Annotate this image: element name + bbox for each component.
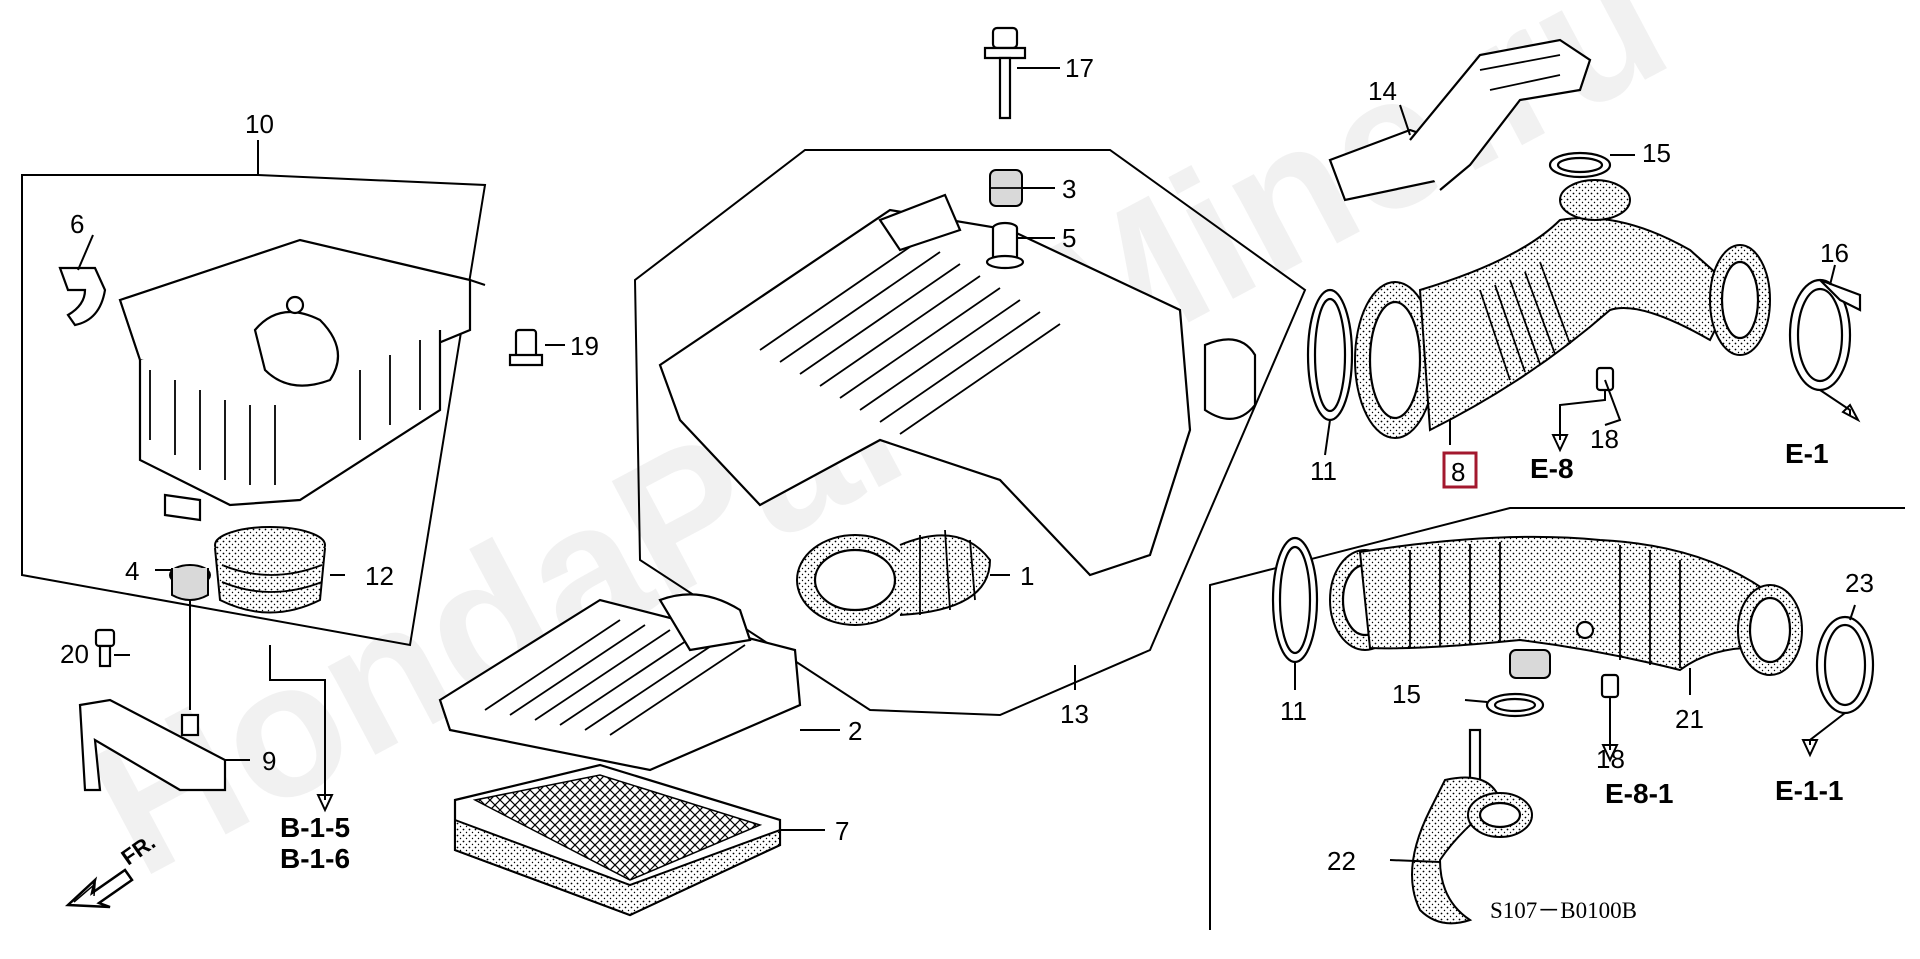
grommet-4	[169, 564, 211, 601]
callout-17: 17	[1065, 53, 1094, 83]
bolt-20	[94, 628, 116, 668]
callout-4: 4	[125, 556, 139, 586]
o-ring-11-top	[1306, 288, 1354, 422]
ref-e-8-1: E-8-1	[1605, 778, 1673, 809]
callout-15-bottom: 15	[1392, 679, 1421, 709]
intake-tube-21	[1329, 535, 1803, 679]
callout-11-bottom: 11	[1280, 696, 1307, 726]
callout-10: 10	[245, 109, 274, 139]
callout-12: 12	[365, 561, 394, 591]
tube-12	[214, 526, 326, 614]
ref-e-8: E-8	[1530, 453, 1574, 484]
breather-tube-22	[1411, 728, 1533, 925]
drawing-code: S107－B0100B	[1490, 898, 1637, 923]
callout-19: 19	[570, 331, 599, 361]
clamp-16	[1788, 278, 1862, 392]
clip-6	[58, 266, 107, 327]
ref-e-1: E-1	[1785, 438, 1829, 469]
callout-2: 2	[848, 716, 862, 746]
intake-tube-8	[1354, 179, 1771, 439]
callout-18-bottom: 18	[1596, 744, 1625, 774]
group-10-outline	[21, 174, 487, 647]
leader-lines	[77, 67, 1861, 863]
callout-7: 7	[835, 816, 849, 846]
air-intake-duct-14	[1328, 38, 1592, 202]
callout-labels: 1 2 3 4 5 6 7 8 9 10 11 11 12 13 14 15 1…	[60, 53, 1874, 876]
clamp-15-top	[1548, 151, 1612, 179]
callout-3: 3	[1062, 174, 1076, 204]
callout-23: 23	[1845, 568, 1874, 598]
bolt-17	[983, 26, 1027, 120]
air-filter-element-7	[453, 763, 782, 917]
resonator-13	[658, 193, 1257, 577]
reference-labels: B-1-5 B-1-6 E-8 E-1 E-8-1 E-1-1	[280, 438, 1843, 874]
o-ring-11-bottom	[1271, 536, 1319, 664]
bolt-19	[508, 328, 544, 367]
ref-e-1-1: E-1-1	[1775, 775, 1843, 806]
callout-16: 16	[1820, 238, 1849, 268]
callout-18-top: 18	[1590, 424, 1619, 454]
tube-1	[796, 529, 992, 626]
inset-border	[1209, 507, 1905, 930]
callout-15-top: 15	[1642, 138, 1671, 168]
air-cleaner-case-lower	[118, 238, 472, 522]
clip-18-top	[1595, 366, 1615, 392]
callout-6: 6	[70, 209, 84, 239]
callout-22: 22	[1327, 846, 1356, 876]
callout-13: 13	[1060, 699, 1089, 729]
callout-8: 8	[1451, 457, 1465, 487]
callout-8-highlight-box	[1442, 451, 1478, 489]
callout-1: 1	[1020, 561, 1034, 591]
callout-9: 9	[262, 746, 276, 776]
ref-b-1-6: B-1-6	[280, 843, 350, 874]
clamp-15-bottom	[1485, 692, 1545, 718]
callout-20: 20	[60, 639, 89, 669]
bracket-9	[78, 600, 227, 792]
callout-21: 21	[1675, 704, 1704, 734]
group-13-outline	[633, 149, 1307, 717]
callout-5: 5	[1062, 223, 1076, 253]
callout-11-top: 11	[1310, 456, 1337, 486]
collar-5	[985, 221, 1025, 270]
air-cleaner-cover-2	[438, 593, 802, 772]
grommet-3	[989, 169, 1023, 207]
clamp-23	[1815, 615, 1875, 715]
callout-14: 14	[1368, 76, 1397, 106]
ref-b-1-5: B-1-5	[280, 812, 350, 843]
clip-18-bottom	[1600, 673, 1620, 699]
